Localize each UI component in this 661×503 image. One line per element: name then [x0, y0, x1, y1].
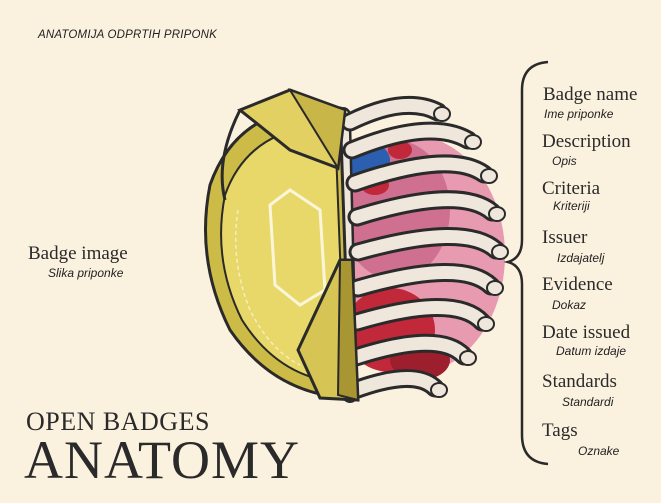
badge-shell: [206, 90, 359, 400]
date-issued-translation: Datum izdaje: [556, 344, 626, 358]
description-translation: Opis: [552, 154, 577, 168]
criteria-label: Criteria: [542, 178, 600, 200]
evidence-translation: Dokaz: [552, 298, 586, 312]
title-line-2: ANATOMY: [24, 429, 300, 491]
badge-name-translation: Ime priponke: [544, 107, 613, 121]
badge-name-label: Badge name: [543, 84, 637, 106]
date-issued-label: Date issued: [542, 322, 630, 344]
badge-image-translation: Slika priponke: [48, 266, 123, 280]
right-brace: [508, 62, 548, 464]
tags-label: Tags: [542, 420, 578, 442]
criteria-translation: Kriteriji: [553, 199, 590, 213]
tags-translation: Oznake: [578, 444, 619, 458]
standards-translation: Standardi: [562, 395, 613, 409]
issuer-translation: Izdajatelj: [557, 251, 604, 265]
issuer-label: Issuer: [542, 227, 587, 249]
standards-label: Standards: [542, 371, 617, 393]
description-label: Description: [542, 131, 631, 153]
badge-image-label: Badge image: [28, 243, 128, 265]
evidence-label: Evidence: [542, 274, 613, 296]
